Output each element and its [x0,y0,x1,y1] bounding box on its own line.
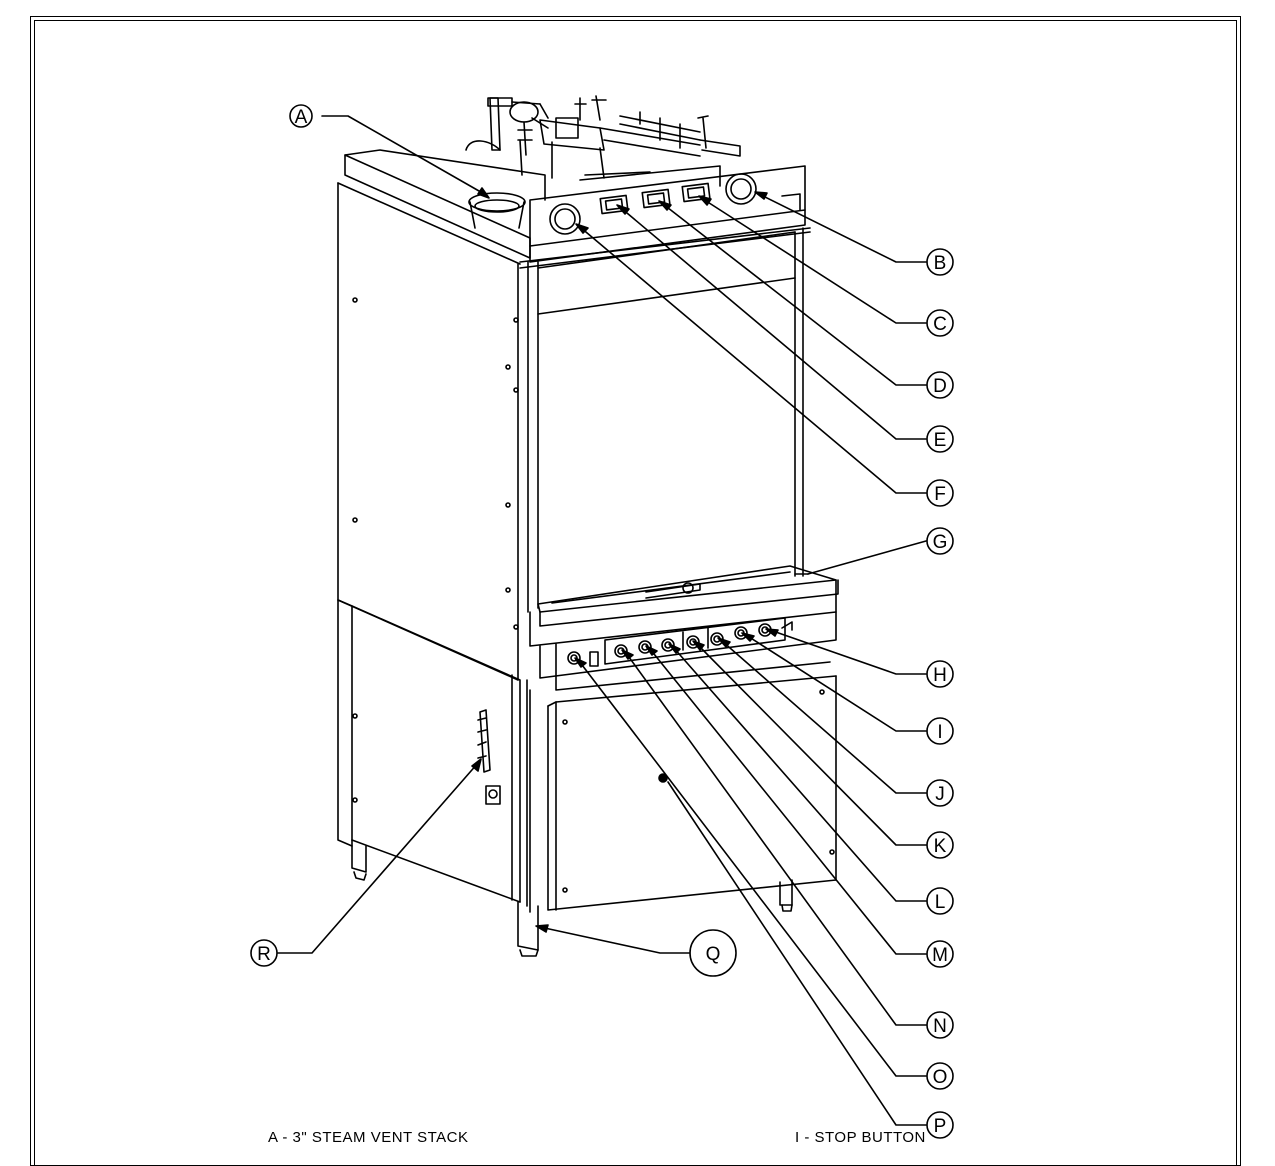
legend-item-a: A - 3" STEAM VENT STACK [268,1129,469,1146]
callout-f: F [926,479,954,507]
callout-m: M [926,940,954,968]
callout-label: F [934,484,946,505]
callout-label: J [935,784,945,805]
top-control-header [519,165,811,269]
callout-n: N [926,1011,954,1039]
callout-k: K [926,831,954,859]
callout-r: R [250,939,278,967]
top-piping [465,95,741,179]
callout-j: J [926,779,954,807]
callout-b: B [926,248,954,276]
callouts: A B C D E F G H I J K L M N O P Q R [250,104,954,1139]
callout-label: M [932,945,948,966]
legend-text: 3" STEAM VENT STACK [292,1129,469,1146]
callout-label: K [934,836,947,857]
legend-item-i: I - STOP BUTTON [795,1129,926,1146]
callout-label: D [933,376,947,397]
callout-label: E [934,430,947,451]
leader-lines [277,115,927,1126]
callout-label: R [257,944,271,965]
callout-label: Q [706,944,721,965]
callout-label: N [933,1016,947,1037]
callout-h: H [926,660,954,688]
legend-letter: I [795,1129,800,1146]
side-latch [477,709,501,805]
callout-p: P [926,1111,954,1139]
callout-label: C [933,314,947,335]
legs [351,839,793,957]
base-door [529,675,837,913]
callout-label: P [934,1116,947,1137]
callout-d: D [926,371,954,399]
callout-l: L [926,887,954,915]
side-cabinet [337,182,528,907]
callout-o: O [926,1062,954,1090]
callout-g: G [926,527,954,555]
legend-letter: A [268,1129,278,1146]
callout-label: O [933,1067,948,1088]
callout-label: G [933,532,948,553]
callout-label: H [933,665,947,686]
callout-q: Q [689,929,737,977]
legend-text: STOP BUTTON [814,1129,926,1146]
callout-e: E [926,425,954,453]
callout-i: I [926,717,954,745]
callout-label: L [935,892,946,913]
callout-a: A [289,104,313,128]
callout-c: C [926,309,954,337]
top-housing [337,149,721,265]
callout-label: I [937,722,942,743]
callout-label: B [934,253,947,274]
front-hood [527,227,809,613]
callout-label: A [295,107,308,128]
